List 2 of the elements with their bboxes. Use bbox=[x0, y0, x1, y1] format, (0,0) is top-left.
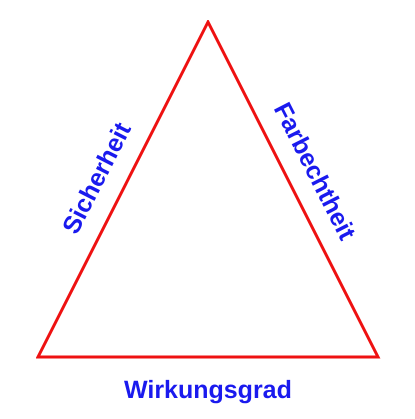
triangle-shape bbox=[36, 20, 381, 360]
side-label: Wirkungsgrad bbox=[124, 378, 292, 402]
